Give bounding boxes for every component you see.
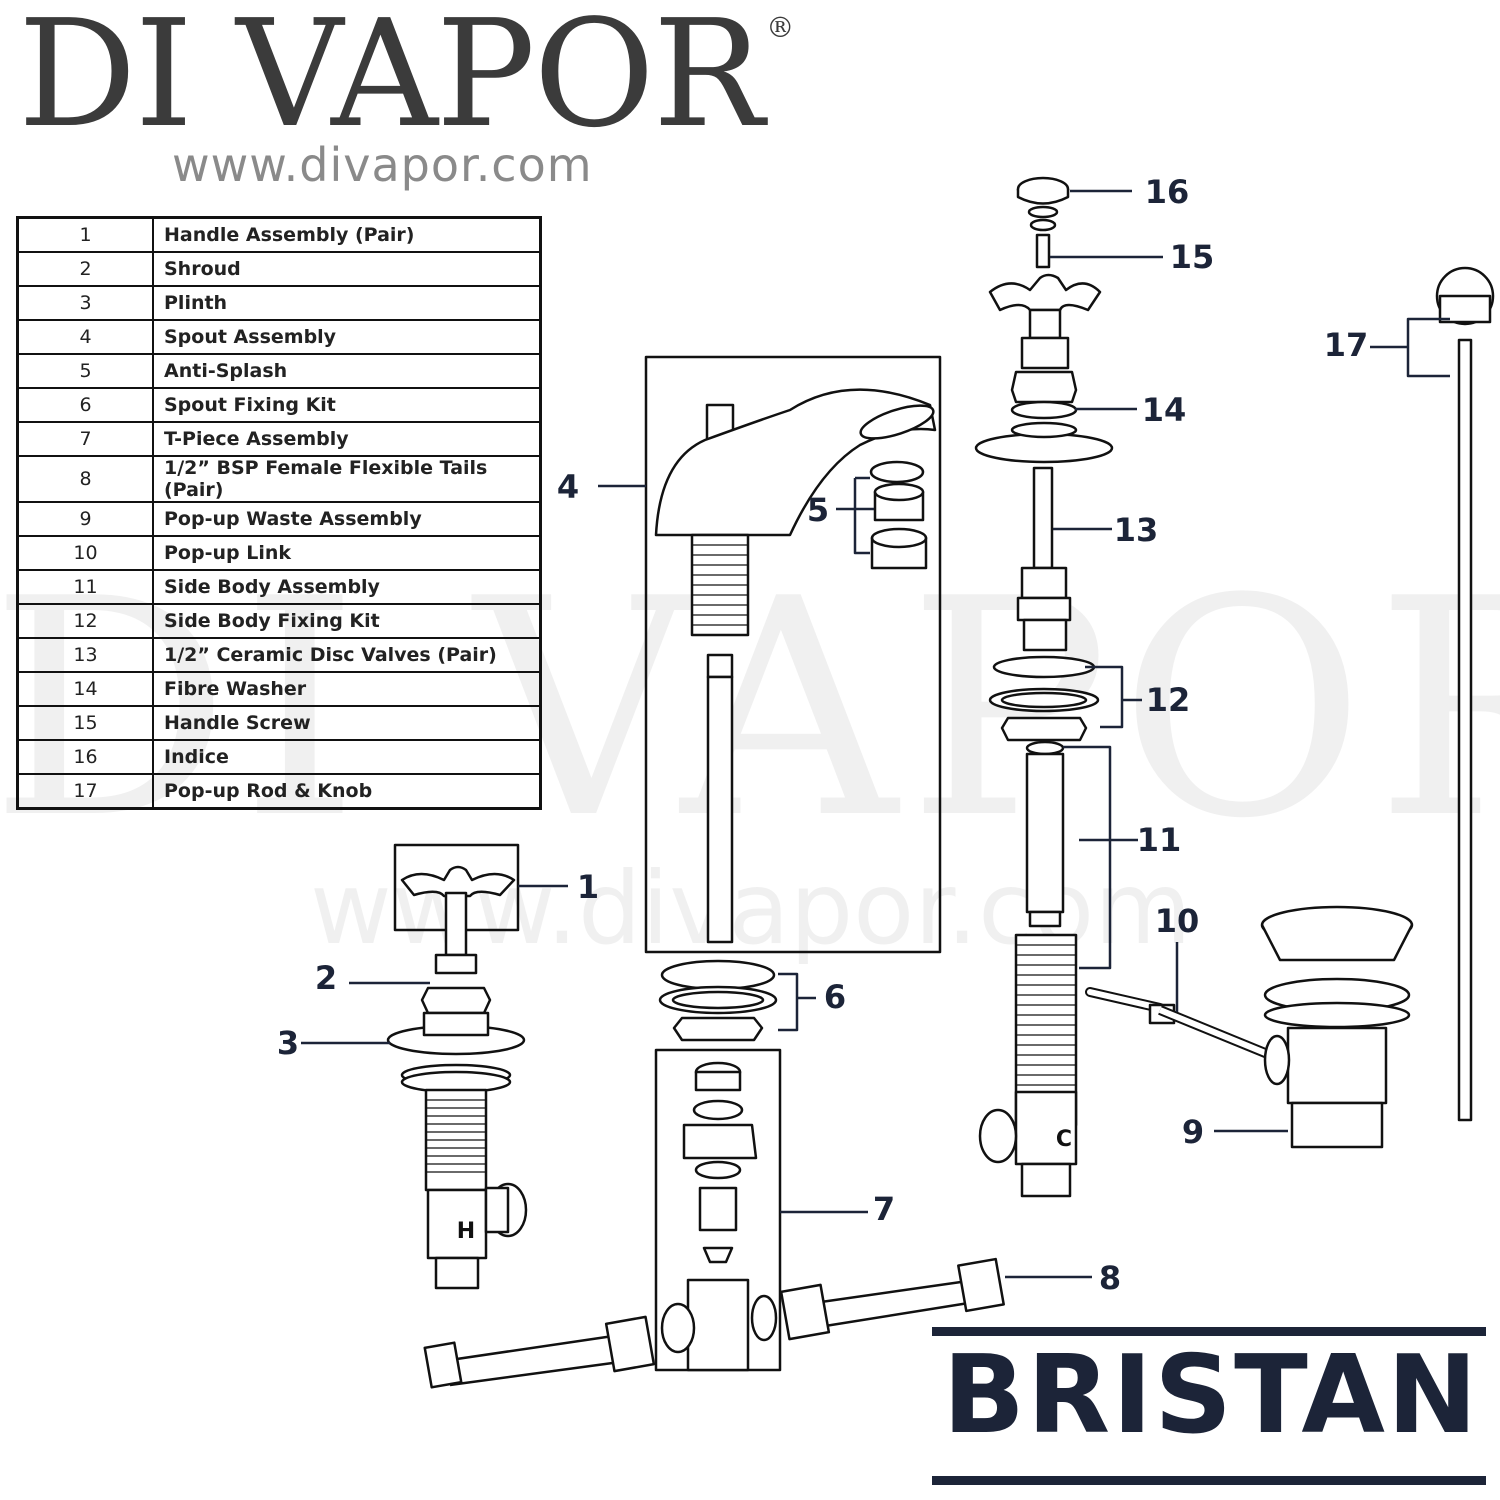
part-description: T-Piece Assembly [152,421,542,457]
spout-fixing-kit [658,959,778,1042]
part-number: 2 [16,251,154,287]
part-number: 8 [16,455,154,503]
callout-12: 12 [1146,681,1191,719]
part-description: Spout Fixing Kit [152,387,542,423]
part-description: Side Body Fixing Kit [152,603,542,639]
part-description: Pop-up Waste Assembly [152,501,542,537]
part-description: Fibre Washer [152,671,542,707]
part-description: Side Body Assembly [152,569,542,605]
hot-mark: H [457,1219,475,1244]
callout-labels: 1 2 3 4 5 6 7 8 9 10 11 12 13 14 15 16 1… [277,173,1368,1297]
callout-9: 9 [1182,1113,1204,1151]
website-url[interactable]: www.divapor.com [172,138,593,192]
callout-6: 6 [824,978,846,1016]
callout-14: 14 [1142,391,1187,429]
part-description: Shroud [152,251,542,287]
part-number: 16 [16,739,154,775]
part-description: Plinth [152,285,542,321]
part-number: 11 [16,569,154,605]
bristan-logo: BRISTAN [942,1333,1480,1458]
logo-bar-bottom [932,1476,1486,1485]
part-number: 13 [16,637,154,673]
part-description: Anti-Splash [152,353,542,389]
leader-lines [301,189,1450,1279]
part-number: 6 [16,387,154,423]
callout-11: 11 [1137,821,1182,859]
callout-17: 17 [1324,326,1369,364]
cold-mark: C [1056,1127,1072,1152]
flexible-tails [423,1257,1005,1389]
logo-bar-top [932,1327,1486,1336]
part-description: 1/2” Ceramic Disc Valves (Pair) [152,637,542,673]
callout-3: 3 [277,1024,299,1062]
callout-8: 8 [1099,1259,1121,1297]
callout-10: 10 [1155,902,1200,940]
callout-13: 13 [1114,511,1159,549]
part-number: 15 [16,705,154,741]
callout-2: 2 [315,959,337,997]
hot-side-body: H [386,843,528,1290]
callout-4: 4 [557,468,579,506]
part-description: Indice [152,739,542,775]
brand-name: DI VAPOR [18,0,764,160]
part-number: 5 [16,353,154,389]
spout-assembly [644,355,942,954]
part-description: Pop-up Link [152,535,542,571]
part-number: 14 [16,671,154,707]
part-description: Handle Assembly (Pair) [152,216,542,253]
callout-1: 1 [577,868,599,906]
part-number: 17 [16,773,154,810]
part-number: 1 [16,216,154,253]
part-number: 4 [16,319,154,355]
divapor-logo: DI VAPOR® [18,0,794,148]
registered-mark: ® [766,11,794,44]
part-number: 7 [16,421,154,457]
callout-5: 5 [807,491,829,529]
part-number: 3 [16,285,154,321]
part-description: Spout Assembly [152,319,542,355]
t-piece-assembly [654,1048,782,1372]
cold-side-body: C [974,176,1114,1198]
part-description: Handle Screw [152,705,542,741]
part-description: 1/2” BSP Female Flexible Tails (Pair) [152,455,542,503]
part-description: Pop-up Rod & Knob [152,773,542,810]
callout-16: 16 [1145,173,1190,211]
callout-15: 15 [1170,238,1215,276]
callout-7: 7 [873,1190,895,1228]
part-number: 9 [16,501,154,537]
pop-up-rod [1435,266,1495,1122]
part-number: 12 [16,603,154,639]
pop-up-waste [1085,905,1414,1149]
part-number: 10 [16,535,154,571]
